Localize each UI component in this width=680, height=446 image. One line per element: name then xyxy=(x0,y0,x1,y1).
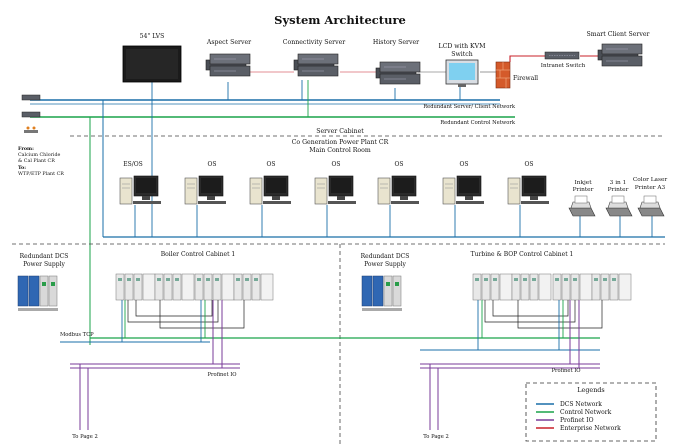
intranet-switch-icon xyxy=(544,51,580,60)
aspect-server-icon xyxy=(205,53,251,77)
workstation-icon xyxy=(377,175,420,205)
connectivity-server-icon xyxy=(293,53,339,77)
firewall-label: Firewall xyxy=(513,75,538,82)
workstation-label: OS xyxy=(524,161,533,168)
server-client-network-label: Redundant Server/ Client Network xyxy=(423,104,516,110)
to-line-1: WTP/ETP Plant CR xyxy=(18,171,64,177)
boiler-cabinet-label: Boiler Control Cabinet 1 xyxy=(161,251,235,258)
cabinet-control-drops xyxy=(124,300,564,338)
server-cabinet-label: Server Cabinet xyxy=(316,128,364,135)
right-psu-label-1: Redundant DCS xyxy=(361,253,410,260)
workstation-drops xyxy=(134,205,653,237)
workstation-label: OS xyxy=(331,161,340,168)
workstation-label: ES/OS xyxy=(123,161,143,168)
turbine-io-2-icon xyxy=(591,273,632,301)
laser-printer-label-2: Printer A3 xyxy=(635,185,666,191)
left-psu-label-1: Redundant DCS xyxy=(20,253,69,260)
control-network-label: Redundant Control Network xyxy=(440,120,516,126)
laser-printer-label-1: Color Laser xyxy=(633,177,668,183)
modbus-label: Modbus TCP xyxy=(60,332,94,338)
workstation-icon xyxy=(507,175,550,205)
legend: Legends DCS Network Control Network Prof… xyxy=(525,382,657,442)
legend-title: Legends xyxy=(577,386,604,394)
workstation-icon xyxy=(249,175,292,205)
network-switch-icon xyxy=(21,94,41,133)
from-line-1: Calcium Chloride xyxy=(18,152,61,158)
mfp-printer-icon xyxy=(605,195,633,217)
legend-item-label: Control Network xyxy=(560,409,612,416)
lcd-monitor-icon xyxy=(445,59,479,87)
turbine-controller-2-icon xyxy=(552,273,593,301)
history-server-icon xyxy=(375,61,421,85)
workstation-icon xyxy=(119,175,162,205)
left-power-supply-icon xyxy=(17,275,59,312)
workstation-label: OS xyxy=(266,161,275,168)
lvs-display-icon xyxy=(122,45,182,83)
to-page-left-label: To Page 2 xyxy=(72,434,98,440)
connectivity-server-label: Connectivity Server xyxy=(283,39,345,46)
legend-item-label: Profinet IO xyxy=(560,417,594,424)
laser-printer-icon xyxy=(637,195,665,217)
workstation-icon xyxy=(184,175,227,205)
workstation-label: OS xyxy=(394,161,403,168)
lcd-kvm-label-2: Switch xyxy=(451,51,472,58)
enterprise-network-line xyxy=(509,55,598,62)
workstation-icon xyxy=(442,175,485,205)
boiler-io-1-icon xyxy=(154,273,195,301)
workstation-label: OS xyxy=(207,161,216,168)
from-label: From: xyxy=(18,146,34,152)
turbine-io-1-icon xyxy=(511,273,552,301)
workstation-label: OS xyxy=(459,161,468,168)
left-psu-label-2: Power Supply xyxy=(23,261,65,268)
control-room-title-1: Co Generation Power Plant CR xyxy=(292,139,389,146)
inkjet-printer-label-1: Inkjet xyxy=(574,180,592,186)
turbine-cabinet-label: Turbine & BOP Control Cabinet 1 xyxy=(471,251,574,258)
inkjet-printer-icon xyxy=(568,195,596,217)
control-room-title-2: Main Control Room xyxy=(309,147,371,154)
to-label: To: xyxy=(18,165,26,171)
history-server-label: History Server xyxy=(373,39,419,46)
turbine-cabinet-wiring xyxy=(484,300,603,329)
firewall-icon xyxy=(495,61,511,89)
boiler-controller-2-icon xyxy=(194,273,235,301)
turbine-controller-1-icon xyxy=(472,273,513,301)
boiler-controller-1-icon xyxy=(115,273,156,301)
lvs-label: 54" LVS xyxy=(140,33,165,40)
smart-client-server-label: Smart Client Server xyxy=(587,31,650,38)
profinet-right-label: Profinet IO xyxy=(552,368,581,374)
workstation-icon xyxy=(314,175,357,205)
boiler-cabinet-wiring xyxy=(127,300,245,329)
smart-client-server-icon xyxy=(597,43,643,67)
legend-item-label: Enterprise Network xyxy=(560,425,621,432)
right-power-supply-icon xyxy=(361,275,403,312)
cabinet-dcs-drops xyxy=(60,300,600,351)
profinet-left-lines xyxy=(70,300,240,430)
boiler-io-2-icon xyxy=(233,273,274,301)
right-psu-label-2: Power Supply xyxy=(364,261,406,268)
legend-item-label: DCS Network xyxy=(560,401,602,408)
intranet-switch-label: Intranet Switch xyxy=(541,63,586,69)
profinet-right-lines xyxy=(420,300,600,430)
aspect-server-label: Aspect Server xyxy=(206,39,251,46)
inkjet-printer-label-2: Printer xyxy=(573,187,594,193)
mfp-printer-label-1: 3 in 1 xyxy=(610,180,627,186)
to-page-right-label: To Page 2 xyxy=(423,434,449,440)
lcd-kvm-label-1: LCD with KVM xyxy=(439,43,487,50)
mfp-printer-label-2: Printer xyxy=(608,187,629,193)
diagram-title: System Architecture xyxy=(274,13,406,27)
profinet-left-label: Profinet IO xyxy=(208,372,237,378)
from-line-2: & Cal Plant CR xyxy=(18,158,55,164)
